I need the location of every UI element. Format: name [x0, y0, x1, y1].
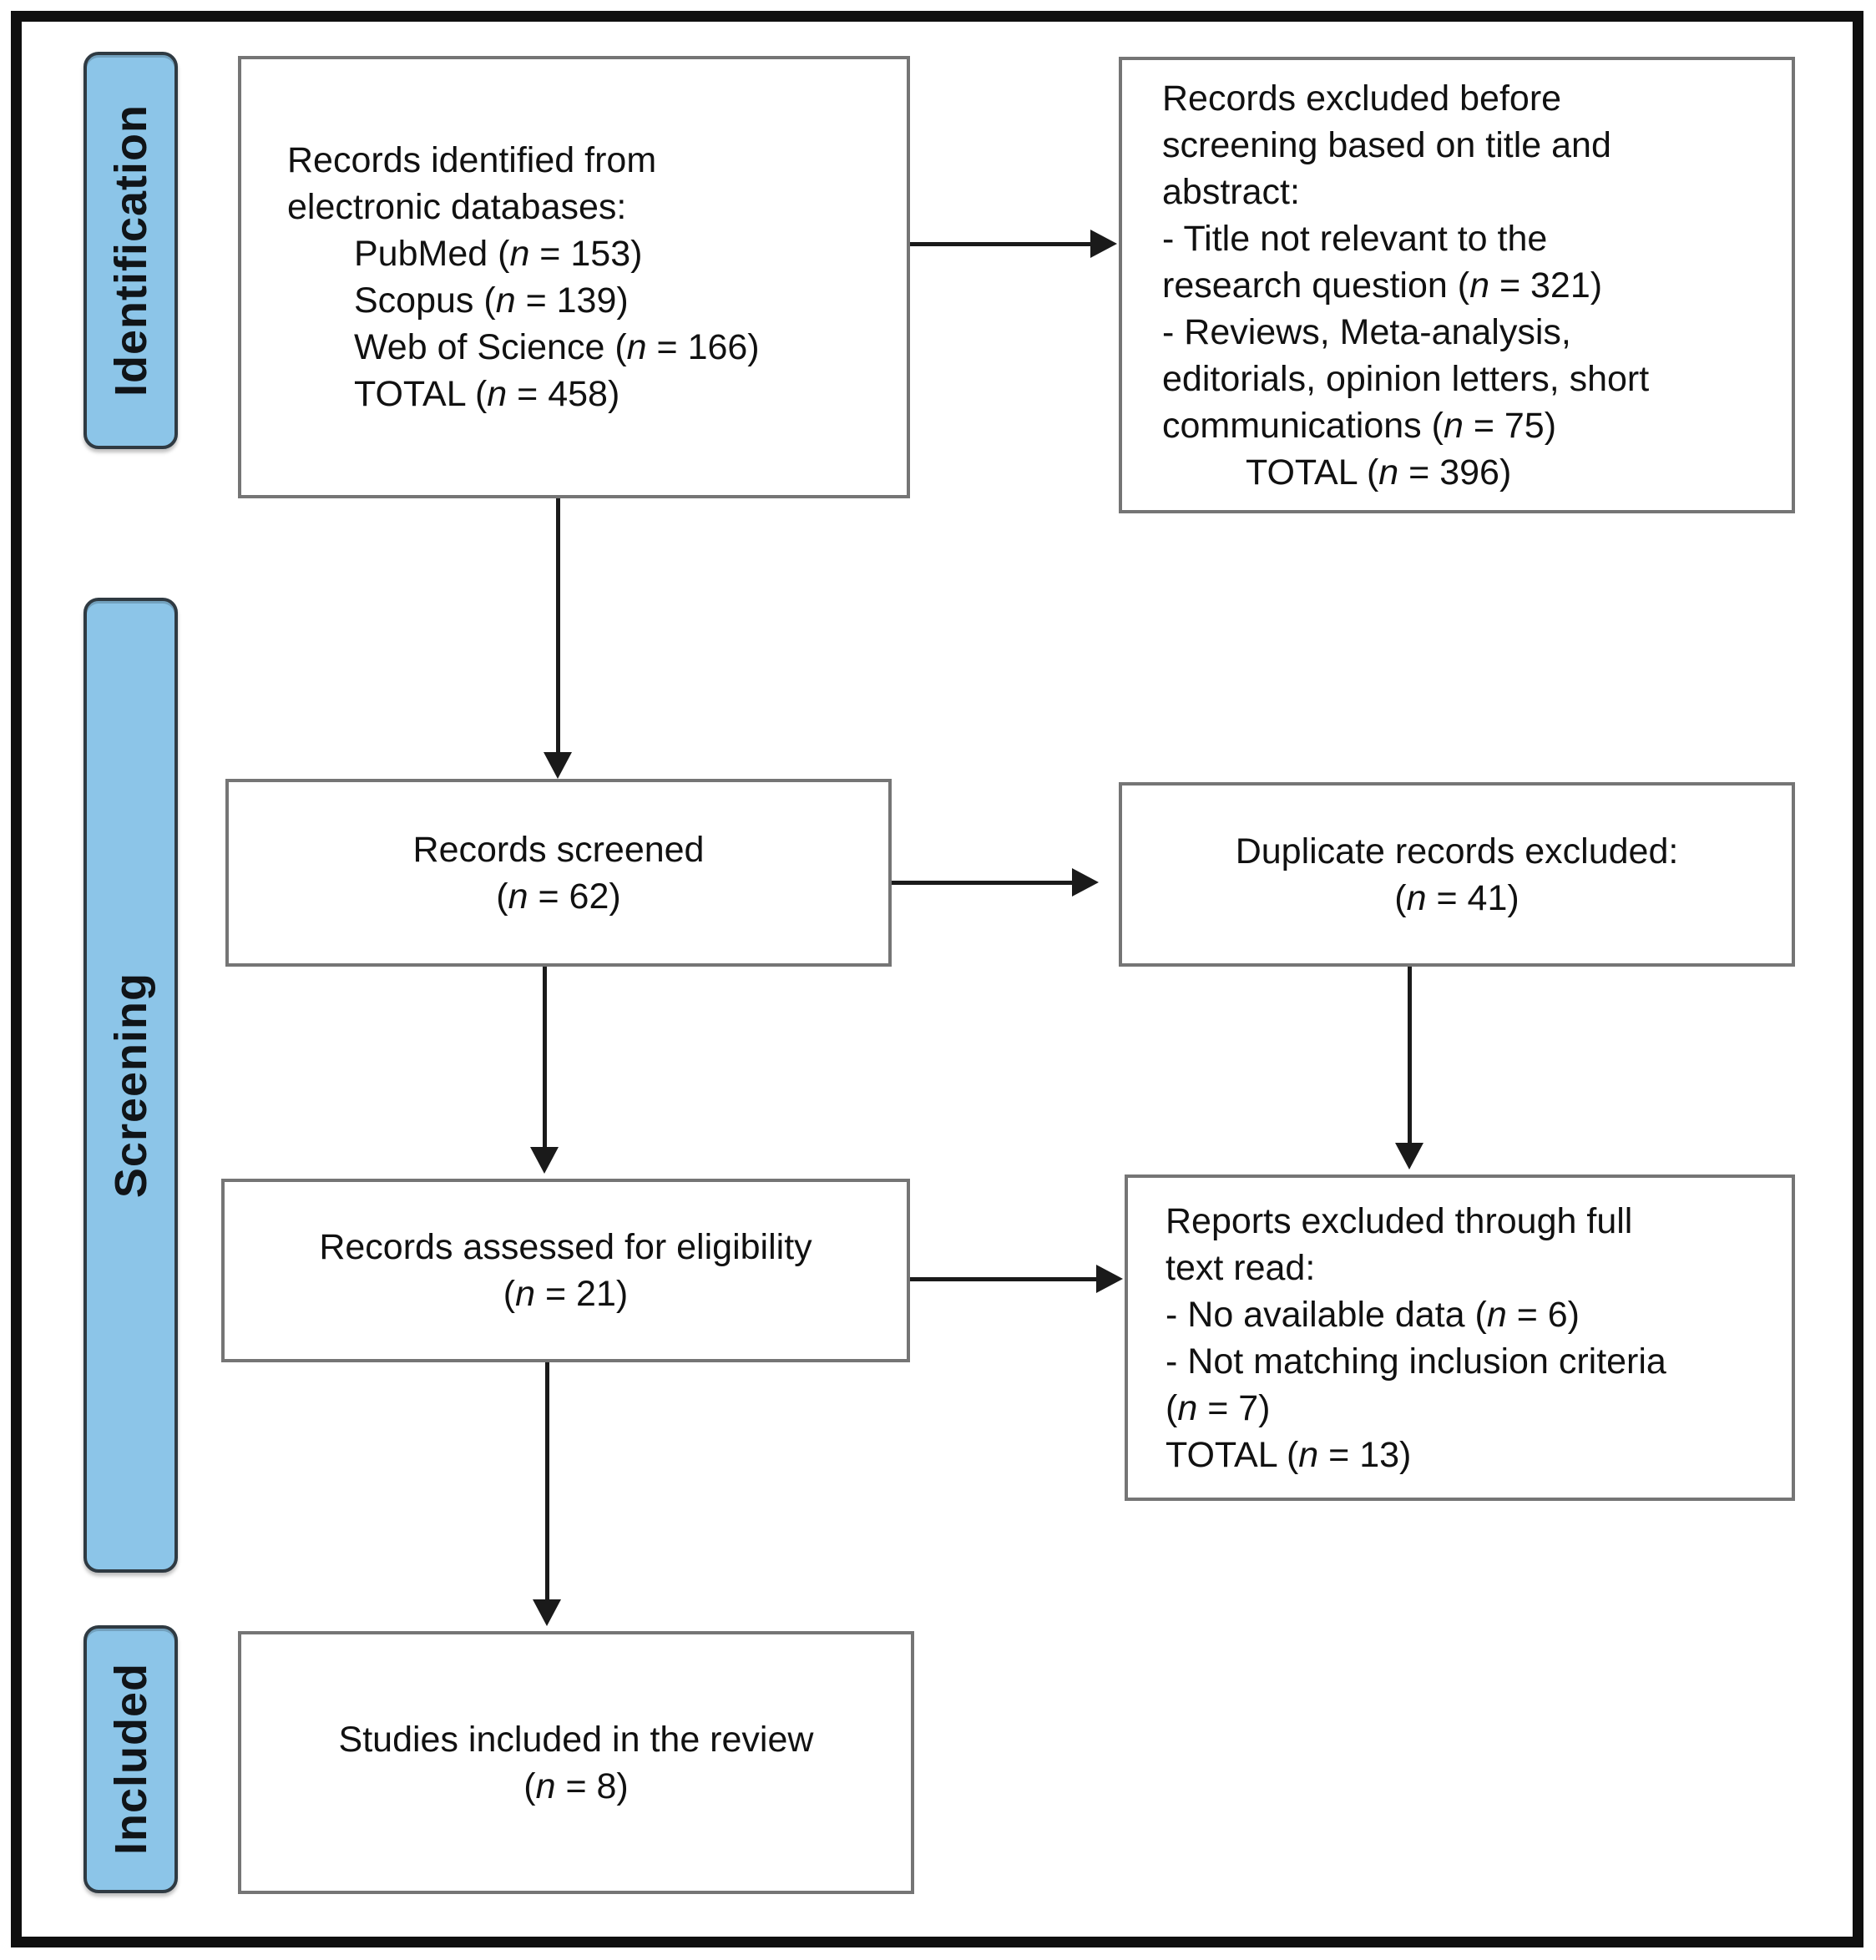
- box-text-line: TOTAL (n = 396): [1246, 452, 1512, 493]
- box-text-line: communications (n = 75): [1162, 405, 1557, 446]
- box-reports-excluded-full-text: Reports excluded through full text read: -…: [1125, 1174, 1795, 1501]
- box-records-screened: Records screened (n = 62): [225, 779, 892, 967]
- box-text-line: - Not matching inclusion criteria: [1166, 1341, 1666, 1382]
- arrow-assessed-to-reports-head: [1096, 1265, 1123, 1293]
- box-text-line: Reports excluded through full: [1166, 1200, 1633, 1241]
- arrow-identified-to-excluded-head: [1090, 230, 1117, 258]
- stage-tab-included: Included: [83, 1625, 178, 1893]
- arrow-identified-to-screened-line: [556, 498, 560, 757]
- box-text-line: Records excluded before: [1162, 78, 1562, 119]
- box-text-line: Studies included in the review: [338, 1719, 814, 1760]
- arrow-screened-to-duplicates-head: [1072, 868, 1099, 897]
- stage-tab-label: Identification: [105, 104, 156, 397]
- stage-tab-label: Included: [105, 1663, 156, 1856]
- arrow-duplicates-to-reports-head: [1395, 1143, 1423, 1169]
- box-text-line: research question (n = 321): [1162, 265, 1603, 306]
- box-records-assessed-for-eligibility: Records assessed for eligibility (n = 21): [221, 1179, 910, 1362]
- box-text-line: Records assessed for eligibility: [319, 1227, 812, 1267]
- box-text-line: TOTAL (n = 13): [1166, 1434, 1412, 1475]
- box-text-line: (n = 21): [503, 1274, 629, 1314]
- box-text-line: text read:: [1166, 1247, 1316, 1288]
- arrow-identified-to-screened-head: [544, 752, 572, 779]
- arrow-identified-to-excluded-line: [910, 242, 1095, 246]
- box-text-line: Web of Science (n = 166): [354, 327, 760, 367]
- box-records-excluded-before-screening: Records excluded before screening based o…: [1119, 57, 1795, 513]
- box-records-identified: Records identified from electronic databa…: [238, 56, 910, 498]
- box-text-line: - Reviews, Meta-analysis,: [1162, 311, 1571, 352]
- box-text-line: Duplicate records excluded:: [1235, 831, 1679, 871]
- box-text-line: Scopus (n = 139): [354, 280, 629, 321]
- box-duplicate-records-excluded: Duplicate records excluded: (n = 41): [1119, 782, 1795, 967]
- arrow-screened-to-duplicates-line: [892, 881, 1075, 885]
- outer-border-frame: [11, 11, 1863, 1947]
- box-text-line: (n = 62): [496, 876, 621, 917]
- box-text-line: - No available data (n = 6): [1166, 1294, 1580, 1335]
- box-studies-included-in-review: Studies included in the review (n = 8): [238, 1631, 914, 1894]
- box-text-line: Records identified from: [287, 140, 657, 180]
- box-text-line: electronic databases:: [287, 187, 627, 227]
- box-text-line: PubMed (n = 153): [354, 234, 643, 274]
- box-text-line: (n = 8): [523, 1766, 629, 1806]
- box-text-line: (n = 41): [1394, 877, 1520, 918]
- arrow-screened-to-assessed-head: [530, 1147, 559, 1174]
- stage-tab-label: Screening: [105, 972, 156, 1199]
- arrow-assessed-to-included-head: [533, 1599, 561, 1626]
- box-text-line: editorials, opinion letters, short: [1162, 358, 1650, 399]
- box-text-line: - Title not relevant to the: [1162, 218, 1548, 259]
- box-text-line: screening based on title and: [1162, 124, 1611, 165]
- box-text-line: Records screened: [412, 829, 705, 870]
- box-text-line: TOTAL (n = 458): [354, 374, 620, 414]
- arrow-assessed-to-reports-line: [910, 1277, 1100, 1281]
- stage-tab-screening: Screening: [83, 598, 178, 1573]
- box-text-line: (n = 7): [1166, 1387, 1271, 1428]
- arrow-duplicates-to-reports-line: [1408, 967, 1412, 1145]
- stage-tab-identification: Identification: [83, 52, 178, 449]
- box-text-line: abstract:: [1162, 171, 1300, 212]
- arrow-screened-to-assessed-line: [543, 967, 547, 1150]
- arrow-assessed-to-included-line: [545, 1362, 549, 1603]
